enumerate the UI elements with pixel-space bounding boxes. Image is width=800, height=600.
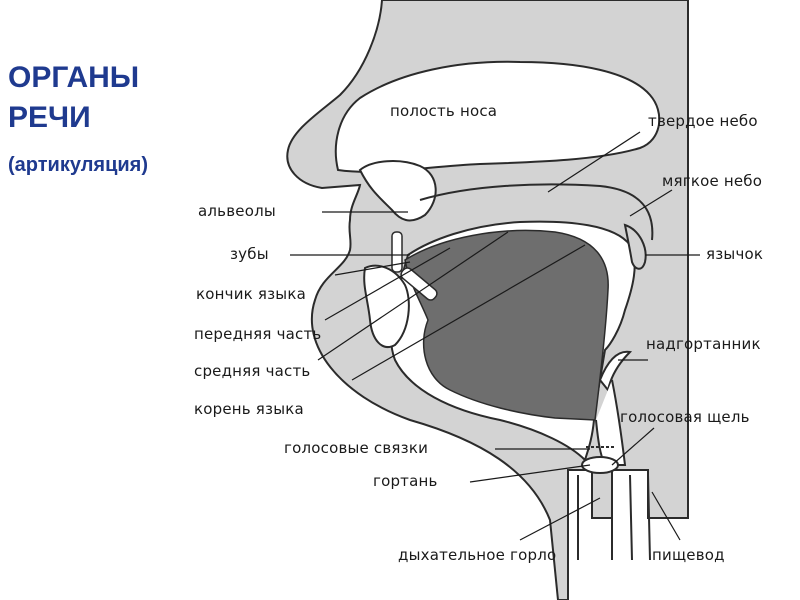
pharynx	[595, 379, 627, 466]
page-title: ОРГАНЫ РЕЧИ	[8, 58, 139, 138]
page-subtitle: (артикуляция)	[8, 154, 148, 176]
label-teeth: зубы	[230, 245, 269, 263]
lower-teeth	[400, 267, 438, 301]
teeth	[391, 231, 403, 273]
label-glottis: голосовая щель	[620, 408, 750, 426]
label-epiglottis: надгортанник	[646, 335, 761, 353]
label-trachea: дыхательное горло	[398, 546, 557, 564]
leader-esophagus	[651, 491, 681, 541]
label-larynx: гортань	[373, 472, 438, 490]
epiglottis	[598, 350, 633, 393]
leader-larynx	[469, 464, 591, 483]
label-hard-palate: твердое небо	[648, 112, 758, 130]
leader-front	[324, 247, 451, 321]
label-tongue-root: корень языка	[194, 400, 304, 418]
leader-soft-palate	[629, 189, 673, 217]
lower-jaw	[363, 264, 410, 348]
label-uvula: язычок	[706, 245, 764, 263]
title-line-2: РЕЧИ	[8, 101, 91, 134]
leader-tongue-tip	[334, 261, 411, 276]
trachea	[577, 475, 613, 560]
label-esophagus: пищевод	[652, 546, 725, 564]
title-line-1: ОРГАНЫ	[8, 61, 140, 94]
nasal-cavity	[334, 60, 661, 173]
leader-hard-palate	[547, 131, 641, 193]
label-middle-part: средняя часть	[194, 362, 311, 380]
esophagus	[629, 474, 651, 561]
upper-lip-pocket	[358, 160, 437, 222]
tongue	[404, 229, 609, 421]
leader-lines	[290, 131, 700, 541]
label-front-part: передняя часть	[194, 325, 322, 343]
label-soft-palate: мягкое небо	[662, 172, 763, 190]
leader-middle	[317, 231, 509, 361]
label-nasal-cavity: полость носа	[390, 102, 498, 120]
label-vocal-cords: голосовые связки	[284, 439, 429, 457]
glottis-oval	[581, 456, 619, 474]
label-alveoli: альвеолы	[198, 202, 276, 220]
leader-glottis	[611, 427, 655, 466]
leader-root	[351, 244, 586, 381]
uvula	[623, 223, 647, 270]
palate-line	[419, 183, 654, 241]
label-tongue-tip: кончик языка	[196, 285, 306, 303]
leader-trachea	[519, 497, 601, 541]
